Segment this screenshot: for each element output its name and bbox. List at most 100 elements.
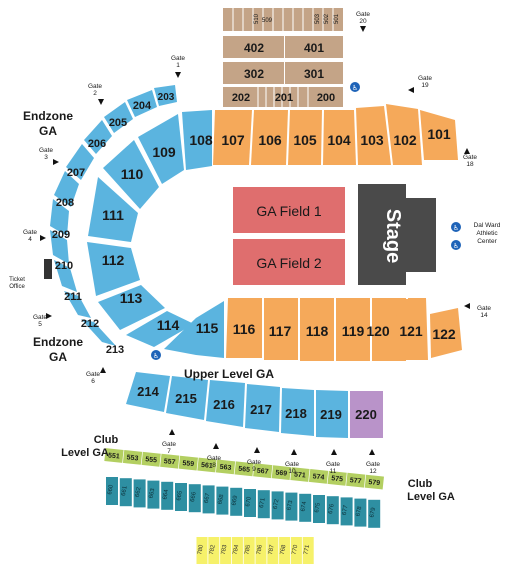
section-208[interactable] xyxy=(54,171,79,207)
section-109[interactable] xyxy=(138,114,184,184)
section-787[interactable]: 787 xyxy=(267,537,279,564)
section-667[interactable]: 667 xyxy=(202,485,215,514)
section-561[interactable]: 561 xyxy=(197,457,217,473)
section-217[interactable] xyxy=(245,384,280,432)
section-210[interactable] xyxy=(50,230,69,264)
section-117[interactable] xyxy=(264,298,298,360)
section-679[interactable]: 679 xyxy=(368,499,381,528)
section-115[interactable] xyxy=(164,301,224,358)
label-115: 115 xyxy=(196,320,219,336)
section-110[interactable] xyxy=(103,140,159,209)
section-220[interactable] xyxy=(350,391,383,438)
section-218[interactable] xyxy=(281,388,314,436)
section-783[interactable]: 783 xyxy=(220,537,232,564)
section-666[interactable]: 666 xyxy=(188,484,201,513)
section-569[interactable]: 569 xyxy=(271,465,291,481)
section-101[interactable] xyxy=(420,110,458,160)
label-565: 565 xyxy=(238,466,250,474)
section-121b[interactable] xyxy=(395,299,426,360)
section-202-201-200[interactable] xyxy=(223,87,343,107)
section-214[interactable] xyxy=(126,372,170,412)
section-114[interactable] xyxy=(126,311,194,347)
section-107[interactable] xyxy=(213,110,252,165)
section-565[interactable]: 565 xyxy=(234,461,254,477)
section-103[interactable] xyxy=(356,106,391,165)
stage[interactable] xyxy=(358,184,436,285)
label-667: 667 xyxy=(204,492,212,504)
section-204[interactable] xyxy=(127,90,157,117)
section-674[interactable]: 674 xyxy=(299,493,312,522)
section-672[interactable]: 672 xyxy=(271,491,284,520)
label-673: 673 xyxy=(287,499,295,511)
section-402[interactable] xyxy=(223,36,284,58)
section-112[interactable] xyxy=(87,242,140,296)
section-401[interactable] xyxy=(285,36,343,58)
section-785[interactable]: 785 xyxy=(243,537,255,564)
section-665[interactable]: 665 xyxy=(175,483,187,511)
section-786[interactable]: 786 xyxy=(255,537,267,564)
section-215[interactable] xyxy=(166,376,208,420)
ga-field-1[interactable] xyxy=(233,187,345,233)
section-551[interactable]: 551 xyxy=(104,448,124,463)
section-676[interactable]: 676 xyxy=(326,496,339,525)
section-662[interactable]: 662 xyxy=(133,479,146,508)
section-302[interactable] xyxy=(223,62,284,84)
section-579[interactable]: 579 xyxy=(364,474,384,490)
section-673[interactable]: 673 xyxy=(285,492,298,521)
section-768[interactable]: 768 xyxy=(279,537,291,564)
section-205[interactable] xyxy=(104,102,133,133)
section-770[interactable]: 770 xyxy=(290,537,302,564)
section-209[interactable] xyxy=(50,199,69,236)
section-553[interactable]: 553 xyxy=(122,449,143,465)
section-664[interactable]: 664 xyxy=(161,481,174,510)
section-780[interactable]: 780 xyxy=(196,537,208,564)
ga-field-2[interactable] xyxy=(233,239,345,285)
section-670[interactable]: 670 xyxy=(244,489,256,517)
section-301[interactable] xyxy=(285,62,343,84)
section-106[interactable] xyxy=(251,110,288,165)
accessible-icon: ♿ xyxy=(151,350,161,360)
section-784[interactable]: 784 xyxy=(231,537,243,564)
section-116[interactable] xyxy=(226,298,262,358)
label-120: 120 xyxy=(366,323,390,339)
section-557[interactable]: 557 xyxy=(160,453,180,469)
section-203[interactable] xyxy=(154,85,177,106)
section-660[interactable]: 660 xyxy=(106,477,118,505)
section-211[interactable] xyxy=(54,260,77,292)
section-105[interactable] xyxy=(288,110,322,165)
section-677[interactable]: 677 xyxy=(340,497,353,526)
section-661[interactable]: 661 xyxy=(119,478,132,507)
section-113[interactable] xyxy=(98,285,165,330)
section-675[interactable]: 675 xyxy=(313,495,325,523)
section-559[interactable]: 559 xyxy=(178,455,198,471)
section-111[interactable] xyxy=(88,177,138,242)
section-104[interactable] xyxy=(323,110,356,165)
section-668[interactable]: 668 xyxy=(216,486,229,515)
section-577[interactable]: 577 xyxy=(346,472,366,488)
section-575[interactable]: 575 xyxy=(327,470,347,486)
section-207[interactable] xyxy=(66,144,94,180)
section-563[interactable]: 563 xyxy=(215,459,236,475)
section-663[interactable]: 663 xyxy=(147,480,160,509)
section-574[interactable]: 574 xyxy=(308,468,329,484)
section-118[interactable] xyxy=(300,298,334,361)
section-567[interactable]: 567 xyxy=(253,463,273,479)
section-122[interactable] xyxy=(430,308,462,358)
section-216[interactable] xyxy=(206,380,245,427)
section-213[interactable] xyxy=(81,319,116,346)
section-206[interactable] xyxy=(84,120,112,154)
section-669[interactable]: 669 xyxy=(230,487,243,516)
section-678[interactable]: 678 xyxy=(354,498,367,527)
section-119[interactable] xyxy=(336,298,370,361)
section-212[interactable] xyxy=(64,291,91,318)
section-102[interactable] xyxy=(386,104,422,165)
section-571[interactable]: 571 xyxy=(290,467,310,482)
section-108[interactable] xyxy=(182,110,212,170)
section-782[interactable]: 782 xyxy=(208,537,220,564)
section-555[interactable]: 555 xyxy=(141,451,161,467)
section-771[interactable]: 771 xyxy=(302,537,314,564)
section-219[interactable] xyxy=(316,390,348,438)
section-671[interactable]: 671 xyxy=(257,490,270,519)
